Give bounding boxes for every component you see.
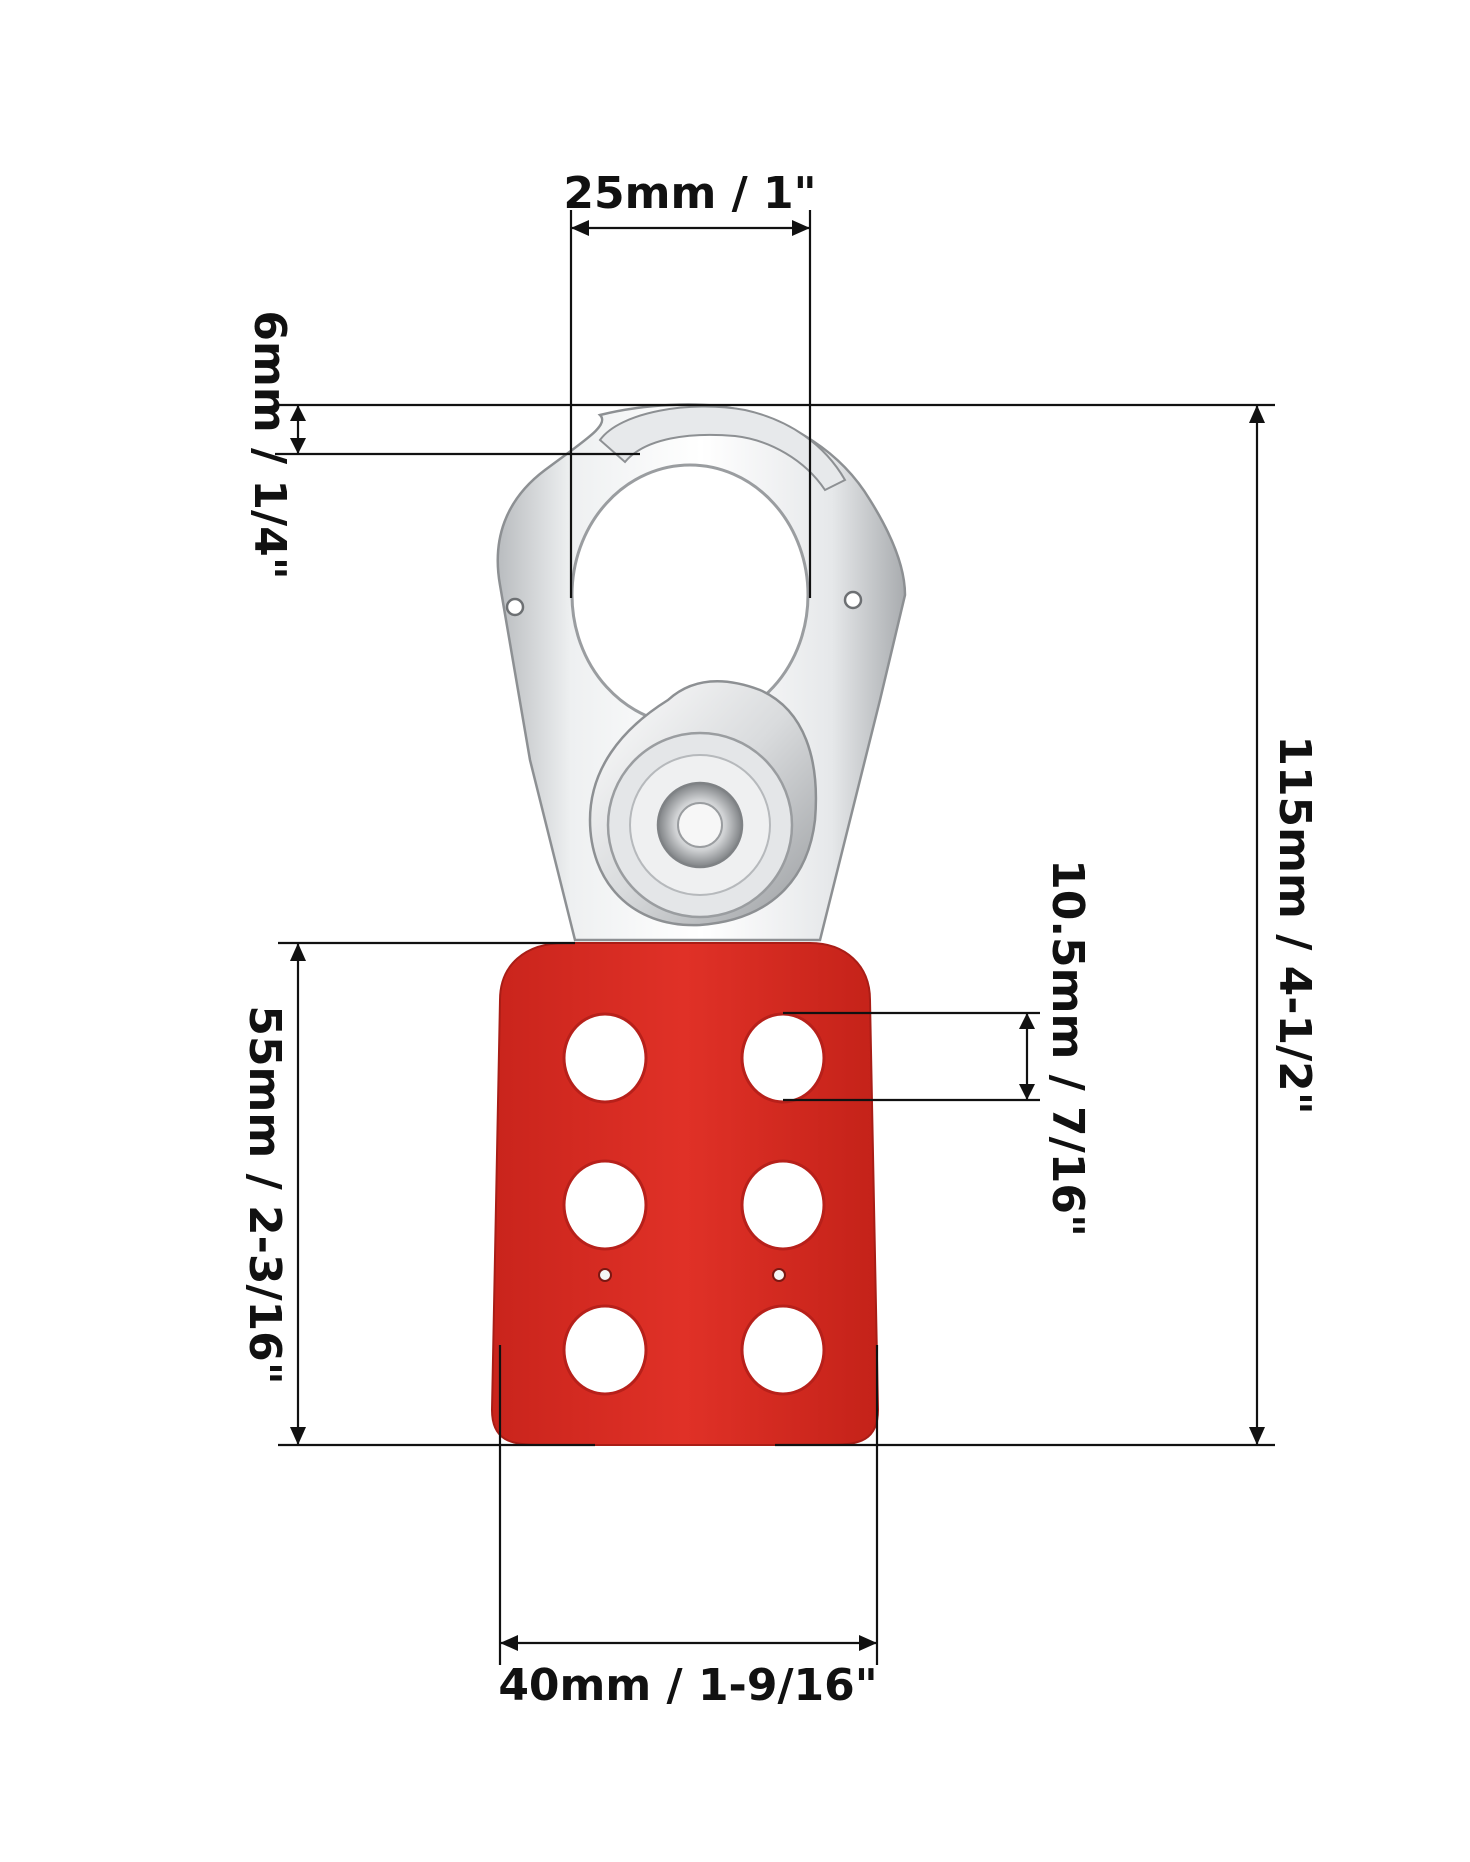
- jaw-rivet-right: [843, 590, 863, 610]
- handle-hole-r3-c2: [740, 1304, 826, 1396]
- handle-holes: [562, 1012, 826, 1396]
- handle-hole-r2-c2: [740, 1159, 826, 1251]
- jaw-rivet-left: [505, 597, 525, 617]
- label-handle-height: 55mm / 2-3/16": [239, 1005, 290, 1384]
- dimension-lines: [275, 210, 1275, 1665]
- arrowheads: [290, 220, 1265, 1651]
- steel-jaw: [496, 403, 907, 942]
- label-hole-diameter: 10.5mm / 7/16": [1042, 859, 1093, 1237]
- handle-rivet-right: [772, 1268, 786, 1282]
- label-shackle-width: 25mm / 1": [563, 168, 816, 219]
- handle-hole-r2-c1: [562, 1159, 648, 1251]
- label-overall-height: 115mm / 4-1/2": [1269, 735, 1320, 1114]
- label-shackle-thickness: 6mm / 1/4": [244, 310, 295, 579]
- label-handle-width: 40mm / 1-9/16": [498, 1660, 877, 1711]
- handle-rivet-left: [598, 1268, 612, 1282]
- red-handle: [490, 942, 880, 1446]
- handle-hole-r1-c1: [562, 1012, 648, 1104]
- handle-hole-r3-c1: [562, 1304, 648, 1396]
